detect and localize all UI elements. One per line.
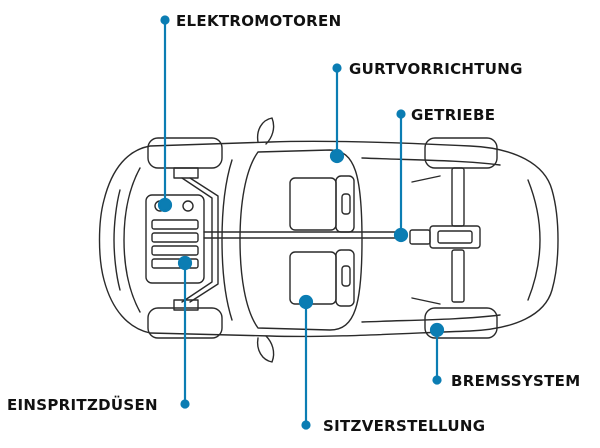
seat-top-back	[335, 175, 355, 233]
seat-top-cushion	[289, 177, 337, 231]
rear-right-wheel	[424, 307, 498, 339]
seat-top-head	[341, 193, 351, 215]
sitzverstellung-marker	[298, 294, 314, 310]
rear-member-bottom	[411, 297, 441, 305]
hood-line	[113, 189, 121, 291]
label-sitzverstellung: SITZVERSTELLUNG	[323, 417, 486, 435]
elektromotoren-marker	[157, 197, 173, 213]
seat-bottom-head	[341, 265, 351, 287]
seat-bottom-back	[335, 249, 355, 307]
front-left-wheel	[147, 137, 223, 169]
gurtvorrichtung-marker	[329, 148, 345, 164]
engine-cap-right	[182, 200, 194, 212]
engine-rib-3	[151, 245, 199, 256]
cabin-outline	[239, 149, 363, 331]
seat-bottom-cushion	[289, 251, 337, 305]
sitzverstellung-marker-bottom	[301, 420, 311, 430]
differential-inner	[437, 230, 473, 244]
engine-rib-1	[151, 219, 199, 230]
rear-end-line	[527, 179, 541, 301]
front-linkage-left	[181, 177, 213, 303]
rear-member-top	[411, 175, 441, 183]
front-linkage-left-inner	[189, 177, 219, 303]
left-mirror	[256, 117, 275, 145]
rear-axle-top	[451, 167, 465, 227]
einspritzduesen-marker-bottom	[180, 399, 190, 409]
getriebe-marker	[393, 227, 409, 243]
car-body-outline	[98, 140, 559, 338]
rear-deck-line-lower	[361, 314, 501, 323]
bremssystem-marker	[429, 322, 445, 338]
engine-rib-2	[151, 232, 199, 243]
gearbox-housing	[409, 229, 431, 245]
einspritzduesen-marker	[177, 255, 193, 271]
engine-block	[145, 194, 205, 284]
elektromotoren-marker-top	[160, 15, 170, 25]
front-axle-top-mount	[173, 167, 199, 179]
label-einspritzduesen: EINSPRITZDÜSEN	[7, 396, 158, 414]
label-gurtvorrichtung: GURTVORRICHTUNG	[349, 60, 523, 78]
engine-rib-4	[151, 258, 199, 269]
gurtvorrichtung-marker-top	[332, 63, 342, 73]
rear-axle-bottom	[451, 249, 465, 303]
windscreen	[221, 159, 233, 321]
label-getriebe: GETRIEBE	[411, 106, 496, 124]
hood-inner-line	[123, 167, 141, 313]
label-bremssystem: BREMSSYSTEM	[451, 372, 581, 390]
rear-deck-line	[361, 157, 501, 166]
getriebe-marker-top	[396, 109, 406, 119]
bremssystem-marker-bottom	[432, 375, 442, 385]
label-elektromotoren: ELEKTROMOTOREN	[176, 12, 342, 30]
right-mirror	[256, 335, 275, 363]
